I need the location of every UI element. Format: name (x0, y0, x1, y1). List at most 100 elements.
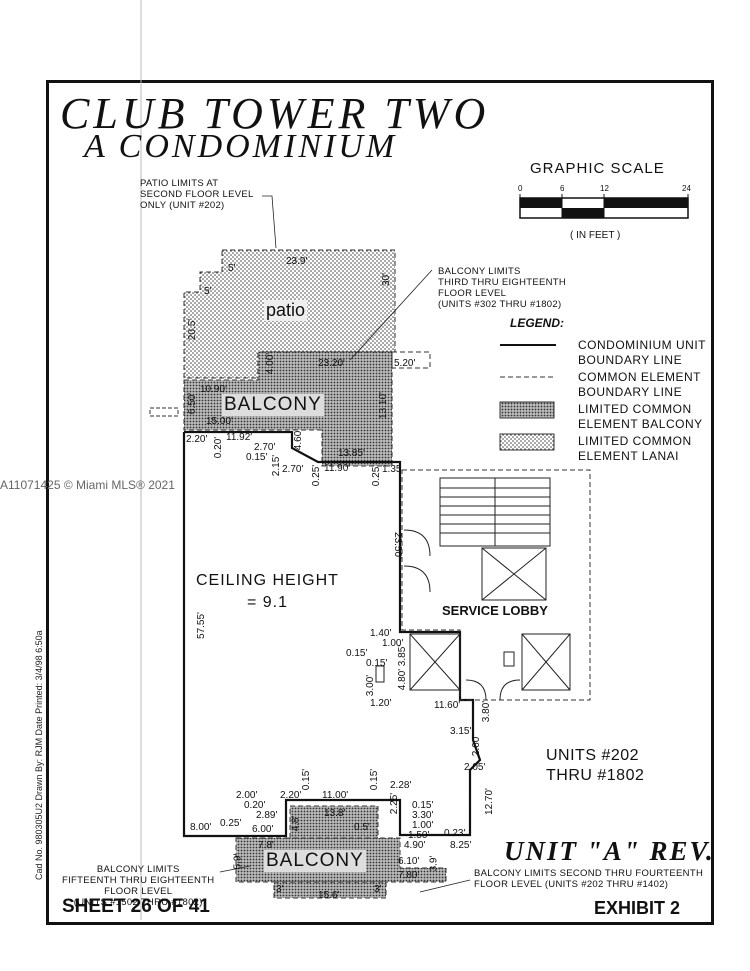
dim-label: 57.55' (195, 612, 207, 639)
unit-boundary (182, 430, 482, 838)
dim-label: 3.80' (481, 700, 493, 723)
dim-label: 30' (381, 272, 393, 287)
dim-label: 4.60' (293, 428, 305, 451)
balcony-bottom-inner (289, 805, 379, 839)
dim-label: 12.70' (483, 788, 495, 815)
dim-label: 13.10' (377, 392, 389, 419)
mls-watermark: A11071425 © Miami MLS® 2021 (0, 478, 175, 492)
dim-label: 15.00' (206, 416, 233, 427)
room-balcony-bottom-label: BALCONY (264, 850, 366, 872)
scale-tick-24: 24 (682, 184, 691, 193)
dim-label: 0.5' (354, 822, 370, 833)
dim-label: 8.00' (190, 822, 212, 833)
dim-label: 0.15' (246, 452, 268, 463)
dim-label: 5.20' (394, 358, 416, 369)
dim-label: 23.20' (318, 358, 345, 369)
scale-tick-0: 0 (518, 184, 523, 193)
dim-label: 2.20' (280, 790, 302, 801)
dim-label: 7.8' (258, 840, 274, 851)
room-patio-label: patio (264, 300, 308, 321)
dim-label: 2.15' (271, 454, 283, 477)
dim-label: 11.92' (226, 432, 253, 443)
dim-label: 8.25' (450, 840, 472, 851)
dim-label: 2.05' (464, 762, 486, 773)
dim-label: 5.9' (232, 853, 244, 870)
stairs (439, 477, 551, 547)
ceiling-height-label: CEILING HEIGHT= 9.1 (196, 572, 339, 611)
dim-label: 3.15' (450, 726, 472, 737)
dim-label: 0.15' (369, 768, 381, 791)
dim-label: 11.00' (322, 790, 349, 801)
dim-label: 2.89' (256, 810, 278, 821)
dim-label: 13.85' (338, 448, 365, 459)
dim-label: 13.8' (324, 808, 346, 819)
dim-label: 1.35 (382, 464, 402, 475)
dim-label: 1.40' (370, 628, 392, 639)
dim-label: 0.20' (213, 436, 225, 459)
drawing-info: Cad No. 980305U2 Drawn By: RJM Date Prin… (34, 630, 44, 880)
dim-label: 1.50' (408, 830, 430, 841)
dim-label: 3' (374, 884, 382, 895)
dim-label: 4.80' (397, 668, 409, 691)
unit-a-label: UNIT "A" REV. (504, 836, 715, 866)
title-line-2: A CONDOMINIUM (84, 128, 398, 165)
dim-label: 0.15' (366, 658, 388, 669)
dim-label: 20.5' (187, 318, 199, 341)
dim-label: 1.00' (382, 638, 404, 649)
dim-label: 2.70' (254, 442, 276, 453)
dim-label: 3' (276, 884, 284, 895)
dim-label: 3.30' (412, 810, 434, 821)
dim-label: 0.25' (220, 818, 242, 829)
dim-label: 6.00' (252, 824, 274, 835)
dim-label: 0.25' (311, 464, 323, 487)
drawing-frame (46, 80, 714, 925)
dim-label: 2.70' (282, 464, 304, 475)
dim-label: 1.00' (412, 820, 434, 831)
column (375, 665, 385, 683)
dim-label: 0.15' (346, 648, 368, 659)
dim-label: 2.28' (390, 780, 412, 791)
dim-label: 6.50' (187, 392, 199, 415)
dim-label: 11.60' (434, 700, 461, 711)
common-element-boundary (401, 469, 591, 701)
dim-label: 2.20' (186, 434, 208, 445)
room-balcony-top-label: BALCONY (222, 394, 324, 416)
elevators (409, 547, 571, 691)
scale-title: GRAPHIC SCALE (530, 160, 665, 177)
dim-label: 7.80' (398, 870, 420, 881)
dim-label: 0.23' (444, 828, 466, 839)
scale-unit: ( IN FEET ) (570, 230, 621, 241)
leader-lines (219, 195, 471, 893)
exhibit-number: EXHIBIT 2 (594, 898, 681, 918)
legend-title: LEGEND: (510, 316, 564, 330)
dim-label: 5' (204, 286, 212, 297)
dim-label: 1.20' (370, 698, 392, 709)
dim-label: 5' (228, 263, 236, 274)
door-swings (403, 529, 521, 701)
dim-label: 0.20' (244, 800, 266, 811)
dim-label: 11.90' (324, 463, 351, 474)
dim-label: 10.90' (200, 384, 227, 395)
scale-tick-6: 6 (560, 184, 565, 193)
balcony-bottom-lower (273, 881, 387, 899)
dim-label: 2.25' (389, 792, 401, 815)
sheet-number: SHEET 26 OF 41 (62, 896, 210, 917)
dim-label: 23.50' (391, 532, 403, 559)
graphic-scale-bar (519, 194, 689, 219)
legend-symbols (499, 344, 556, 451)
dim-label: 4.8' (290, 815, 302, 832)
dim-label: 2.00' (236, 790, 258, 801)
dim-label: 3.85' (397, 644, 409, 667)
dim-label: 4.90' (404, 840, 426, 851)
dim-label: 3.00' (365, 674, 377, 697)
dim-label: 23.9' (286, 256, 308, 267)
